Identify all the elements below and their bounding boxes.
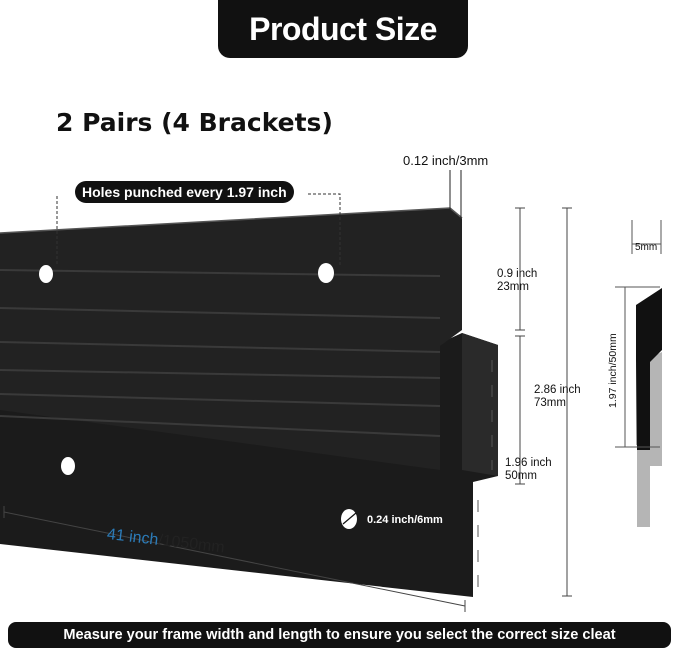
title-badge: Product Size — [218, 0, 468, 58]
lower-bracket — [0, 333, 498, 597]
hole-diameter-label: 0.24 inch/6mm — [367, 514, 443, 526]
bottom-banner: Measure your frame width and length to e… — [8, 622, 671, 648]
upper-bracket — [0, 208, 462, 470]
profile-diagram — [615, 220, 662, 527]
thickness-label: 0.12 inch/3mm — [403, 153, 489, 168]
subtitle: 2 Pairs (4 Brackets) — [56, 108, 333, 137]
thickness-guides — [449, 170, 462, 218]
profile-height-label: 1.97 inch/50mm — [607, 333, 619, 408]
bracket-ridges — [0, 269, 441, 437]
lower-height-inch: 1.96 inch — [505, 457, 552, 469]
mounting-holes — [39, 263, 357, 529]
lower-height-mm: 50mm — [505, 470, 537, 482]
upper-height-label: 0.9 inch 23mm — [497, 268, 537, 294]
lower-height-label: 1.96 inch 50mm — [505, 457, 552, 483]
hole-arrow-icon — [342, 512, 357, 525]
total-height-mm: 73mm — [534, 397, 566, 409]
lower-bracket-top — [462, 333, 498, 476]
upper-height-mm: 23mm — [497, 281, 529, 293]
length-dimension-line — [3, 506, 466, 612]
hole — [39, 265, 53, 283]
hole — [318, 263, 334, 283]
hole-spacing-label: Holes punched every 1.97 inch — [75, 181, 294, 203]
height-dimension-lines — [515, 207, 572, 597]
bottom-banner-text: Measure your frame width and length to e… — [63, 627, 616, 643]
hole-spacing-guides — [56, 193, 341, 265]
upper-height-inch: 0.9 inch — [497, 268, 538, 280]
hole — [61, 457, 75, 475]
page-title: Product Size — [249, 10, 437, 47]
profile-depth-label: 5mm — [635, 242, 658, 253]
total-height-label: 2.86 inch 73mm — [534, 384, 581, 410]
lower-bracket-slots — [477, 360, 493, 587]
total-height-inch: 2.86 inch — [534, 384, 581, 396]
